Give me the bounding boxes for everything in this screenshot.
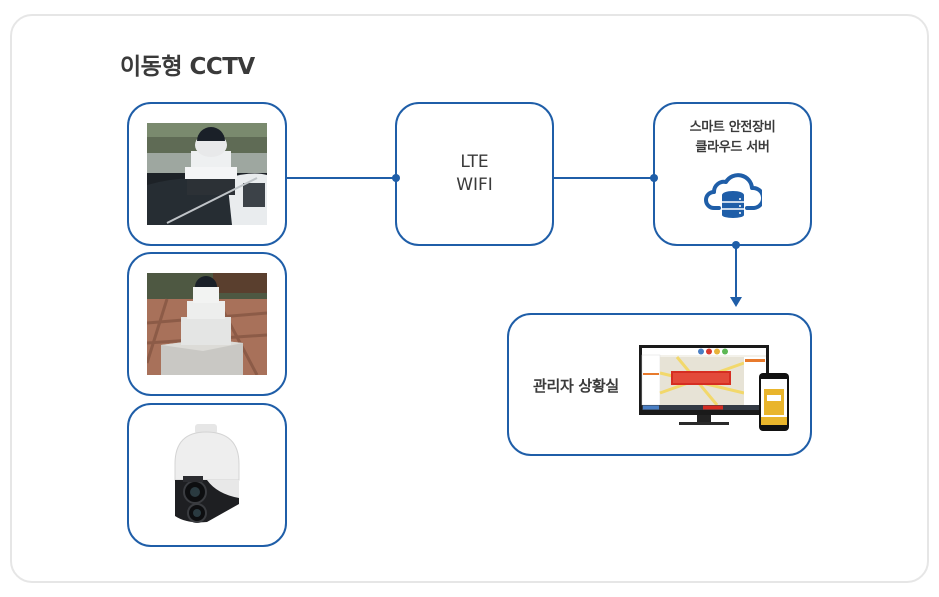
connector-camera-to-network — [287, 177, 396, 179]
network-box: LTE WIFI — [395, 102, 554, 246]
ptz-camera-photo — [147, 424, 267, 526]
camera-box-vehicle — [127, 102, 287, 246]
page-title: 이동형 CCTV — [120, 54, 255, 80]
connector-dot-server-in — [650, 174, 658, 182]
camera-box-pedestal — [127, 252, 287, 396]
cloud-server-box: 스마트 안전장비 클라우드 서버 — [653, 102, 812, 246]
control-room-label: 관리자 상황실 — [533, 377, 619, 395]
vehicle-cctv-photo — [147, 123, 267, 225]
camera-box-ptz — [127, 403, 287, 547]
connector-dot-network-in — [392, 174, 400, 182]
monitor-and-phone-image — [639, 345, 789, 431]
network-line-wifi: WIFI — [456, 175, 493, 195]
cloud-database-icon — [703, 173, 762, 218]
arrow-down-icon — [730, 297, 742, 307]
network-line-lte: LTE — [460, 152, 489, 172]
server-label-line-2: 클라우드 서버 — [695, 140, 770, 155]
connector-server-to-control — [735, 245, 737, 299]
control-room-box: 관리자 상황실 — [507, 313, 812, 456]
server-label-line-1: 스마트 안전장비 — [689, 120, 776, 135]
connector-network-to-server — [554, 177, 654, 179]
pedestal-cctv-photo — [147, 273, 267, 375]
